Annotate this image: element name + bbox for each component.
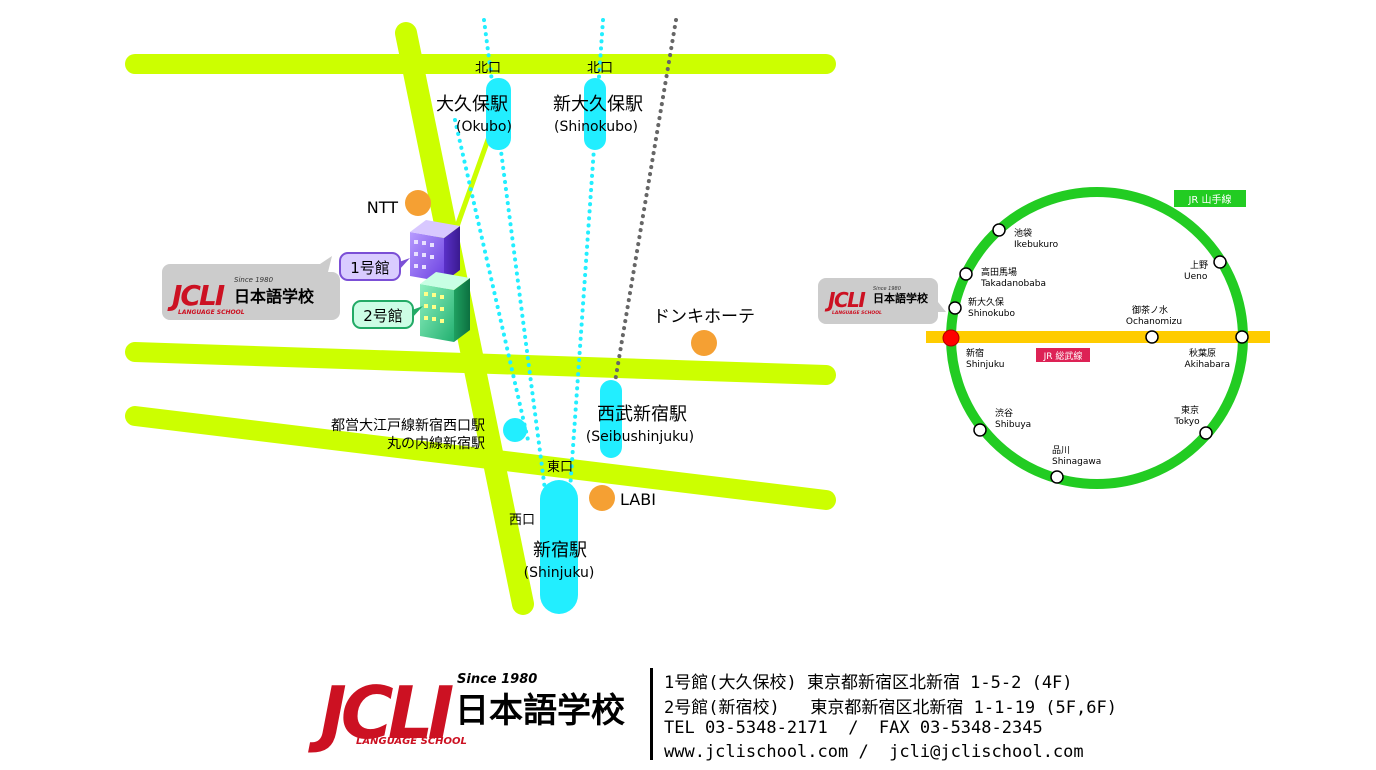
stations	[486, 78, 622, 614]
station-dot-ueno[interactable]	[1213, 255, 1227, 269]
okubo-station-en: (Okubo)	[456, 119, 512, 135]
rail-marunouchi-line	[453, 118, 530, 442]
route-station-shinagawa-en: Shinagawa	[1052, 457, 1101, 467]
route-logo-sub: LANGUAGE SCHOOL	[832, 310, 882, 316]
route-station-takadanobaba-en: Takadanobaba	[980, 279, 1046, 289]
shinjuku-west-exit-label: 西口	[509, 513, 535, 528]
building1-icon[interactable]	[410, 220, 460, 282]
shinjuku-station-name: 新宿駅	[533, 540, 587, 561]
station-dot-tokyo[interactable]	[1199, 426, 1213, 440]
route-logo-mark: JCLI	[824, 288, 866, 312]
shinjuku-station-en: (Shinjuku)	[524, 565, 595, 581]
footer-divider	[650, 668, 653, 760]
route-station-akihabara-en: Akihabara	[1184, 360, 1230, 370]
footer-logo-sub: LANGUAGE SCHOOL	[356, 736, 467, 747]
route-station-ochanomizu-ja: 御茶ノ水	[1132, 304, 1168, 316]
route-station-akihabara-ja: 秋葉原	[1189, 347, 1216, 359]
route-station-shinokubo-ja: 新大久保	[968, 296, 1004, 308]
route-station-ikebukuro-ja: 池袋	[1014, 227, 1032, 239]
ntt-landmark-icon[interactable]	[405, 190, 431, 216]
station-dot-akihabara[interactable]	[1235, 330, 1249, 344]
footer-logo-since: Since 1980	[457, 672, 537, 687]
building2-label: 2号館	[363, 307, 403, 325]
map-logo-name: 日本語学校	[234, 287, 315, 306]
seibushinjuku-station-en: (Seibushinjuku)	[586, 429, 694, 445]
shinokubo-north-exit-label: 北口	[587, 61, 613, 76]
route-station-ueno-en: Ueno	[1184, 272, 1208, 282]
building-labels: 1号館 2号館	[339, 252, 423, 329]
station-dot-shinagawa[interactable]	[1050, 470, 1064, 484]
seibushinjuku-station-marker[interactable]	[600, 380, 622, 458]
sobu-line	[926, 331, 1270, 343]
oedo-station-label: 都営大江戸線新宿西口駅	[331, 417, 485, 434]
building1-label: 1号館	[350, 259, 390, 277]
route-station-ochanomizu-en: Ochanomizu	[1126, 317, 1182, 327]
station-dot-shinjuku-current[interactable]	[942, 329, 960, 347]
route-station-ueno-ja: 上野	[1190, 260, 1208, 271]
route-logo-name: 日本語学校	[873, 291, 929, 305]
okubo-north-exit-label: 北口	[475, 61, 501, 76]
route-logo-callout: JCLI Since 1980 日本語学校 LANGUAGE SCHOOL	[818, 278, 946, 324]
station-dot-takadanobaba[interactable]	[959, 267, 973, 281]
map-logo-since: Since 1980	[234, 276, 274, 284]
shinokubo-station-marker[interactable]	[584, 78, 606, 150]
shinjuku-station-marker[interactable]	[540, 480, 578, 614]
route-station-shinagawa-ja: 品川	[1052, 445, 1070, 456]
route-station-shinjuku-en: Shinjuku	[966, 360, 1004, 370]
map-labels: 北口 北口 大久保駅 (Okubo) 新大久保駅 (Shinokubo) NTT…	[331, 61, 755, 581]
route-station-tokyo-en: Tokyo	[1173, 417, 1200, 427]
ntt-label: NTT	[367, 198, 398, 217]
footer-address-building2: 2号館(新宿校) 東京都新宿区北新宿 1-1-19 (5F,6F)	[664, 698, 1117, 718]
donki-landmark-icon[interactable]	[691, 330, 717, 356]
route-station-shibuya-en: Shibuya	[995, 420, 1031, 430]
road-south	[125, 406, 836, 510]
footer-school-name: 日本語学校	[455, 691, 625, 731]
footer-address-building1: 1号館(大久保校) 東京都新宿区北新宿 1-5-2 (4F)	[664, 673, 1073, 693]
okubo-station-name: 大久保駅	[436, 94, 508, 115]
route-station-shinjuku-ja: 新宿	[966, 347, 984, 359]
route-station-takadanobaba-ja: 高田馬場	[981, 266, 1017, 278]
oedo-station-marker[interactable]	[503, 418, 527, 442]
building2-icon[interactable]	[420, 272, 470, 342]
station-dot-ikebukuro[interactable]	[992, 223, 1006, 237]
seibushinjuku-station-name: 西武新宿駅	[597, 404, 687, 425]
station-dot-shinokubo[interactable]	[948, 301, 962, 315]
shinokubo-station-name: 新大久保駅	[553, 94, 643, 115]
labi-landmark-icon[interactable]	[589, 485, 615, 511]
shinjuku-east-exit-label: 東口	[547, 459, 573, 475]
okubo-station-marker[interactable]	[486, 78, 511, 150]
labi-label: LABI	[620, 490, 656, 509]
route-map: JR 山手線 JR 総武線 池袋 Ikebukuro 高田馬場 Takadano…	[818, 187, 1270, 489]
route-station-shibuya-ja: 渋谷	[995, 407, 1013, 419]
footer-logo: JCLI Since 1980 日本語学校 LANGUAGE SCHOOL	[308, 671, 625, 755]
route-station-shinokubo-en: Shinokubo	[968, 309, 1015, 319]
station-dot-ochanomizu[interactable]	[1145, 330, 1159, 344]
shinokubo-station-en: (Shinokubo)	[554, 119, 638, 135]
footer-logo-mark: JCLI	[308, 671, 454, 755]
sobu-line-label: JR 総武線	[1043, 350, 1083, 362]
rail-seibu-line	[613, 18, 678, 384]
route-station-tokyo-ja: 東京	[1181, 404, 1199, 416]
yamanote-line-label: JR 山手線	[1187, 193, 1231, 206]
route-logo-since: Since 1980	[873, 286, 901, 292]
map-logo-sub: LANGUAGE SCHOOL	[178, 309, 245, 316]
footer-web-email[interactable]: www.jclischool.com / jcli@jclischool.com	[664, 742, 1084, 762]
map-logo-callout: JCLI Since 1980 日本語学校 LANGUAGE SCHOOL	[162, 256, 340, 320]
station-dot-shibuya[interactable]	[973, 423, 987, 437]
landmarks	[405, 190, 717, 511]
map-logo-mark: JCLI	[167, 279, 225, 312]
marunouchi-station-label: 丸の内線新宿駅	[387, 435, 485, 452]
route-station-ikebukuro-en: Ikebukuro	[1014, 240, 1059, 250]
donki-label: ドンキホーテ	[653, 307, 755, 327]
footer-tel-fax: TEL 03-5348-2171 / FAX 03-5348-2345	[664, 718, 1043, 738]
